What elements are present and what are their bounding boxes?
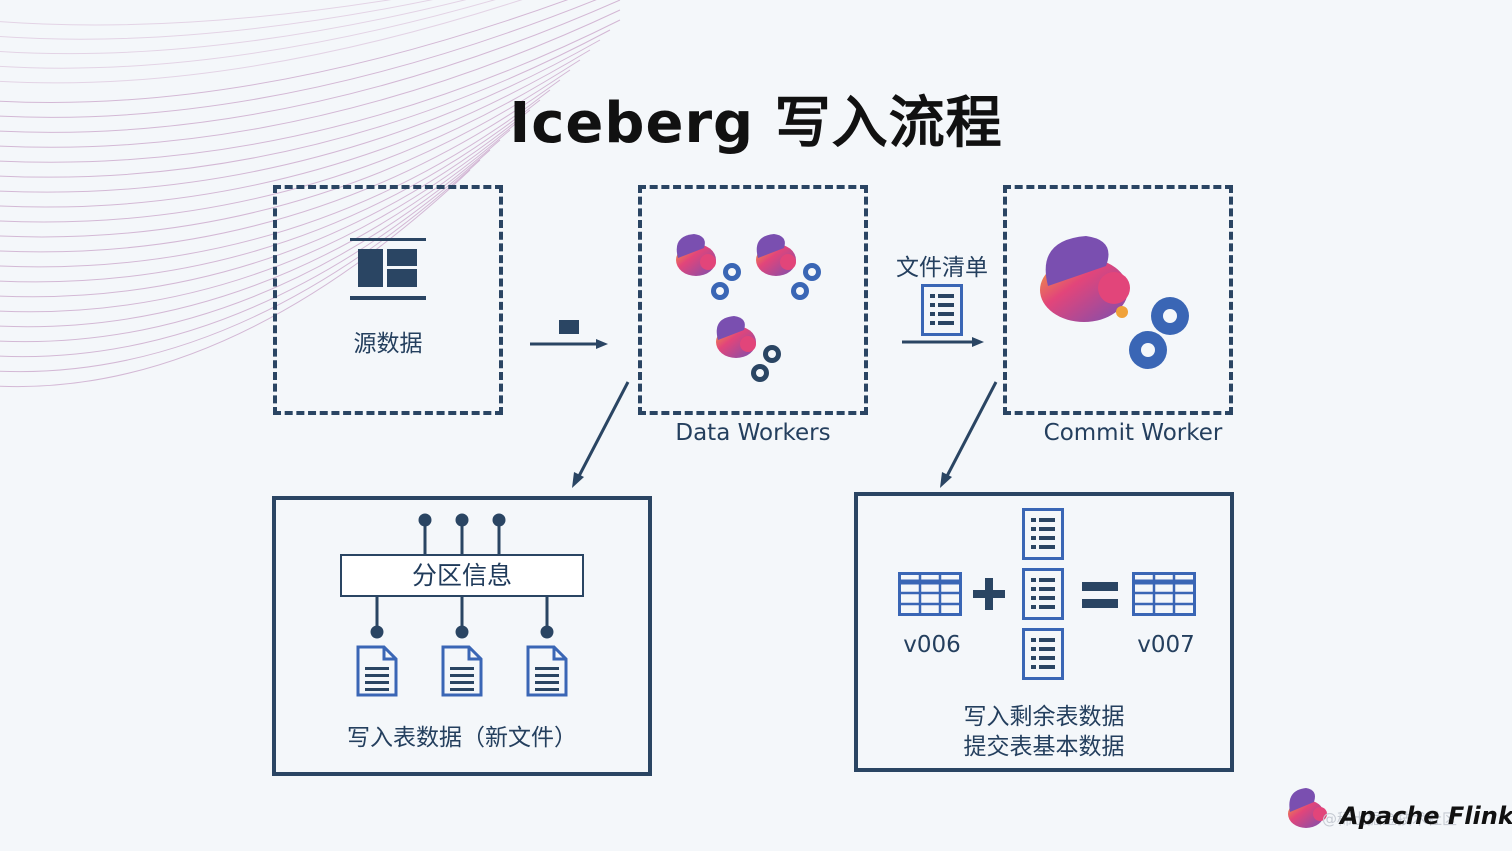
source-data-box [273, 185, 503, 415]
commit-caption-line1: 写入剩余表数据 [963, 704, 1125, 730]
new-version-label: v007 [1137, 632, 1195, 658]
document-icon [526, 645, 568, 697]
file-list-icon [1022, 508, 1064, 560]
plus-icon [973, 578, 1005, 610]
document-icon [356, 645, 398, 697]
arrow-to-commit-worker [902, 337, 984, 347]
squirrel-gears-icon [676, 234, 821, 382]
equals-icon [1082, 582, 1118, 608]
commit-caption-line2: 提交表基本数据 [963, 734, 1125, 760]
source-data-label: 源数据 [353, 331, 423, 357]
partition-info-bar: 分区信息 [340, 554, 584, 597]
write-table-data-caption: 写入表数据（新文件） [347, 725, 577, 751]
document-icon [441, 645, 483, 697]
arrow-to-write-box [572, 381, 630, 488]
commit-worker-label: Commit Worker [1043, 420, 1223, 446]
arrow-to-data-workers [530, 320, 608, 349]
flink-logo-icon [1288, 788, 1327, 828]
table-grid-icon [898, 572, 962, 616]
file-list-icon [1022, 628, 1064, 680]
data-workers-label: Data Workers [675, 420, 831, 446]
table-layout-icon [350, 238, 426, 300]
commit-worker-box [1003, 185, 1233, 415]
file-list-icon [921, 284, 963, 336]
file-list-label: 文件清单 [896, 255, 988, 281]
table-grid-icon [1132, 572, 1196, 616]
watermark-text: @稀土掘金技术社区 [1322, 810, 1458, 828]
data-workers-box [638, 185, 868, 415]
page-title: Iceberg 写入流程 [509, 91, 1003, 156]
flink-logo-text: Apache Flink [1340, 802, 1512, 830]
old-version-label: v006 [903, 632, 961, 658]
file-list-icon [1022, 568, 1064, 620]
commit-squirrel-gears-icon [1040, 236, 1189, 369]
partition-connectors [370, 513, 554, 639]
arrow-to-commit-box [940, 381, 998, 488]
